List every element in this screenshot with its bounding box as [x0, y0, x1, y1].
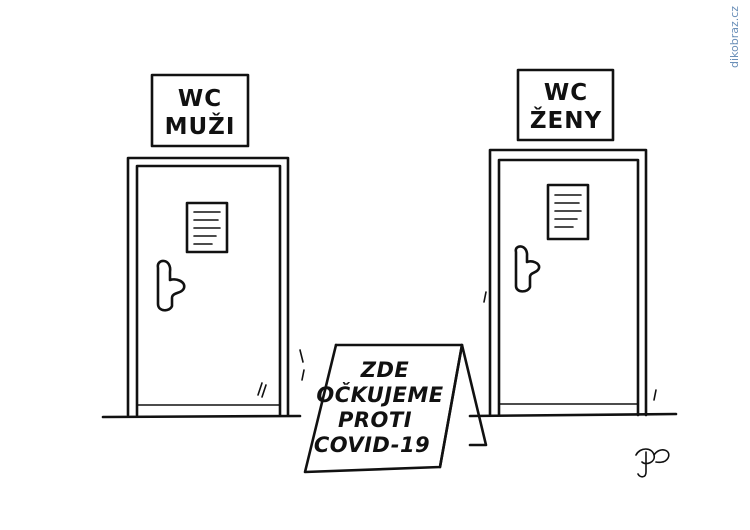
- artist-signature: [635, 448, 670, 478]
- sign-men: WC MUŽI: [150, 73, 250, 148]
- board-line-3: PROTI: [338, 408, 412, 432]
- vaccination-board: ZDE OČKUJEME PROTI COVID-19: [299, 343, 488, 474]
- board-line-2: OČKUJEME: [316, 382, 443, 407]
- door-notice-men: [185, 201, 229, 254]
- door-handle-women: [514, 245, 541, 293]
- door-men: [126, 156, 290, 417]
- sign-women-line2: ŽENY: [530, 106, 602, 134]
- door-women: [483, 148, 657, 417]
- site-watermark: dikobraz.cz: [728, 6, 741, 69]
- door-handle-men: [156, 259, 186, 312]
- sign-women: WC ŽENY: [516, 68, 615, 142]
- floor-line: [101, 412, 678, 419]
- door-notice-women: [546, 183, 590, 241]
- sign-men-line1: WC: [178, 86, 222, 112]
- board-line-4: COVID-19: [314, 433, 430, 457]
- sign-women-line1: WC: [544, 80, 588, 106]
- board-line-1: ZDE: [360, 358, 410, 382]
- sign-men-line2: MUŽI: [165, 112, 236, 140]
